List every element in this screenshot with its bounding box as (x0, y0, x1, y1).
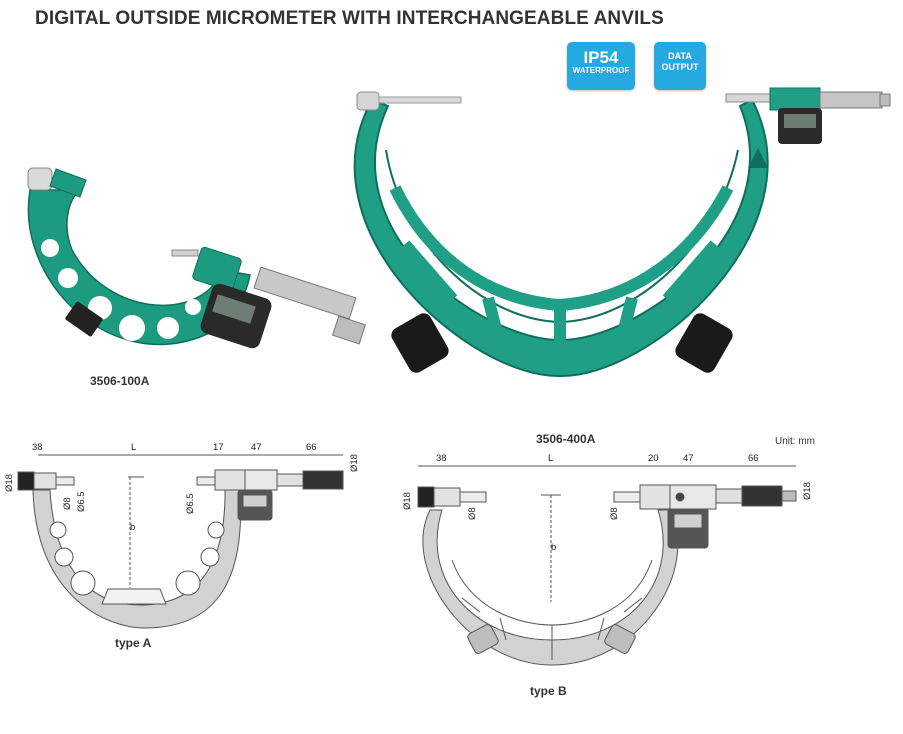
ip54-badge-sub: WATERPROOF (572, 66, 630, 75)
micrometer-small-photo (27, 167, 367, 349)
drawing-type-b (417, 465, 797, 666)
dim-a-thimble-dia: Ø18 (349, 454, 360, 472)
dim-b-head: 47 (683, 453, 694, 464)
model-3506-400a-label: 3506-400A (536, 432, 596, 446)
dim-a-head: 47 (251, 442, 262, 453)
page-title: DIGITAL OUTSIDE MICROMETER WITH INTERCHA… (35, 8, 664, 29)
data-output-badge: DATA OUTPUT (654, 42, 706, 90)
dim-b-spindle: Ø8 (609, 507, 620, 520)
dim-a-anvil: Ø8 (62, 497, 73, 510)
dim-b-anvil: Ø8 (467, 507, 478, 520)
type-b-label: type B (530, 684, 567, 698)
dim-a-right: 17 (213, 442, 224, 453)
drawing-type-a (17, 454, 344, 629)
dim-a-height: b (130, 522, 135, 533)
type-a-label: type A (115, 636, 152, 650)
unit-label: Unit: mm (775, 436, 815, 447)
model-3506-100a-label: 3506-100A (90, 374, 150, 388)
ip54-badge-main: IP54 (583, 48, 619, 67)
dim-a-left: 38 (32, 442, 43, 453)
dim-a-anvil-frame: Ø18 (4, 474, 15, 492)
micrometer-large-photo (353, 87, 891, 378)
ip54-badge: IP54 WATERPROOF (567, 42, 635, 90)
dim-b-right: 20 (648, 453, 659, 464)
dim-a-spindle-tip: Ø6.5 (185, 493, 196, 514)
data-output-line1: DATA (668, 51, 692, 61)
dim-b-anvil-frame: Ø18 (402, 492, 413, 510)
dim-b-length: L (548, 453, 553, 464)
dim-b-left: 38 (436, 453, 447, 464)
dim-a-thimble: 66 (306, 442, 317, 453)
dim-b-thimble: 66 (748, 453, 759, 464)
dim-b-thimble-dia: Ø18 (802, 482, 813, 500)
data-output-line2: OUTPUT (661, 62, 699, 72)
dim-a-length: L (131, 442, 136, 453)
dim-b-height: b (551, 542, 556, 553)
dim-a-anvil-tip: Ø6.5 (76, 491, 87, 512)
